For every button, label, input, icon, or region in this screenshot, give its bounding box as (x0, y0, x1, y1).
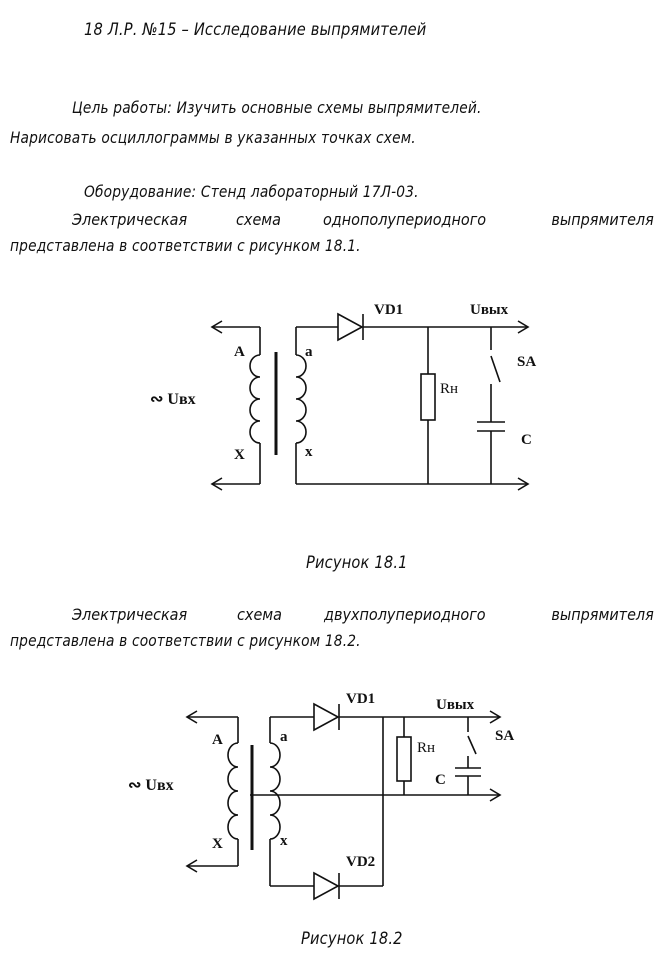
fig1-diode-vd1 (296, 312, 530, 342)
fig1-label-x-upper: X (234, 447, 245, 463)
fig1-switch-sa (490, 327, 501, 422)
fig2-label-a-lower: а (280, 729, 288, 745)
fig2-capacitor (455, 767, 481, 795)
fig2-label-x-upper: X (212, 836, 223, 852)
figure-18-2-caption: Рисунок 18.2 (301, 929, 403, 949)
fig2-label-vd2: VD2 (346, 854, 375, 870)
fig2-label-x-lower: х (280, 833, 288, 849)
fig2-label-cap: C (435, 772, 446, 788)
para1-word-3: однополупериодного (322, 210, 486, 229)
para1-line-2: представлена в соответствии с рисунком 1… (10, 236, 361, 255)
fig1-label-x-lower: х (305, 444, 313, 460)
fig1-label-a-upper: A (234, 344, 245, 360)
fig2-label-sa: SA (495, 728, 514, 744)
fig2-load-resistor (396, 717, 412, 795)
fig2-secondary-winding (269, 717, 281, 886)
fig1-load-resistor (420, 327, 436, 484)
para2-word-1: Электрическая (72, 605, 188, 624)
para1-word-2: схема (236, 210, 282, 229)
fig2-label-input: ∾ Uвх (128, 777, 174, 794)
fig2-label-load: Rн (417, 740, 435, 756)
fig2-label-a-upper: A (212, 732, 223, 748)
page-heading: 18 Л.Р. №15 – Исследование выпрямителей (84, 20, 427, 40)
fig1-primary-winding (210, 320, 261, 491)
para2-word-4: выпрямителя (551, 605, 654, 624)
fig1-label-output: Uвых (470, 302, 509, 318)
figure-18-1-caption: Рисунок 18.1 (306, 553, 408, 573)
para2-word-3: двухполупериодного (323, 605, 486, 624)
fig2-primary-winding (185, 710, 239, 873)
fig1-label-sa: SA (517, 354, 536, 370)
para1-line-1: Электрическая схема однополупериодного в… (72, 210, 654, 229)
fig1-label-load: Rн (440, 381, 458, 397)
fig2-label-output: Uвых (436, 697, 475, 713)
fig2-diode-vd1 (270, 702, 502, 732)
fig1-label-input: ∾ Uвх (150, 391, 196, 408)
para1-word-1: Электрическая (72, 210, 188, 229)
equipment-line: Оборудование: Стенд лабораторный 17Л-03. (84, 182, 419, 201)
fig2-diode-vd2 (270, 717, 384, 901)
fig2-switch-sa (467, 717, 477, 768)
goal-line-2: Нарисовать осциллограммы в указанных точ… (10, 128, 416, 147)
fig1-label-vd1: VD1 (374, 302, 403, 318)
fig1-secondary-winding (295, 327, 307, 484)
para2-line-2: представлена в соответствии с рисунком 1… (10, 631, 361, 650)
para2-word-2: схема (236, 605, 282, 624)
para2-line-1: Электрическая схема двухполупериодного в… (72, 605, 654, 624)
fig1-label-a-lower: а (305, 344, 313, 360)
para1-word-4: выпрямителя (551, 210, 654, 229)
fig1-capacitor (477, 421, 505, 484)
goal-line-1: Цель работы: Изучить основные схемы выпр… (72, 98, 482, 117)
fig1-label-cap: C (521, 432, 532, 448)
fig2-label-vd1: VD1 (346, 691, 375, 707)
